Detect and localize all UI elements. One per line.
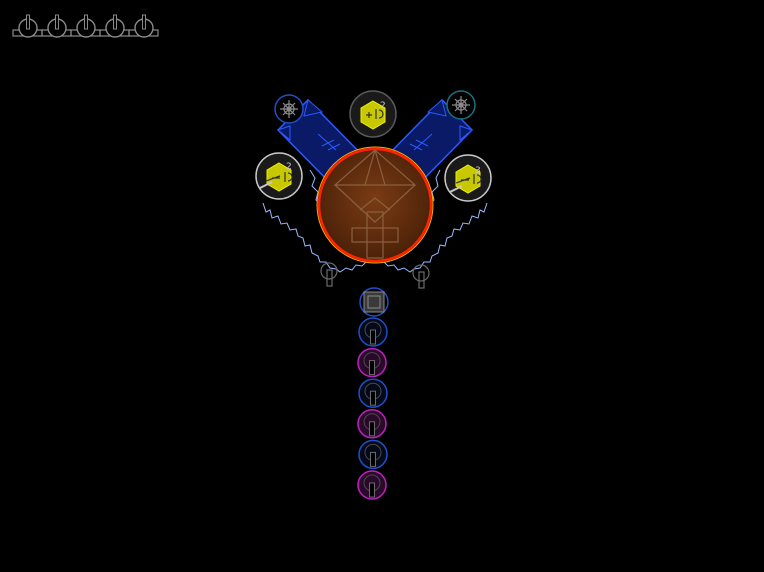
turret-digit: 2 [380,101,386,111]
hex-turret-icon [360,100,386,130]
ship-life-icon [128,14,159,38]
tail-segment-magenta [357,409,387,439]
ship-life-icon [99,14,130,38]
hex-turret-icon [266,162,292,192]
lives-counter [12,14,159,38]
boss-core [316,146,434,264]
side-hook-left [320,262,338,287]
tail-head-segment [359,287,389,317]
tail-segment-blue [358,439,388,470]
gear-icon [280,100,298,118]
boss-core-icon [333,149,417,259]
boss-tail [357,287,389,500]
electric-arc-right [383,202,488,273]
ship-life-icon [12,14,43,38]
side-hook-right [412,264,430,289]
turret-digit: 2 [286,162,292,172]
tail-segment-blue [358,378,388,408]
electric-arc-left [262,202,367,273]
tail-segment-magenta [357,347,387,378]
tail-segment-magenta [357,470,387,500]
turret-top: 2 [349,90,397,138]
gear-pod-right [446,90,476,120]
tail-segment-blue [358,317,388,347]
turret-left: 2 [255,152,303,200]
ship-life-icon [70,14,101,38]
ship-life-icon [41,14,72,38]
gear-icon [452,96,470,114]
turret-right: 3 [444,154,492,202]
turret-digit: 3 [475,166,481,176]
gear-pod-left [274,94,304,124]
